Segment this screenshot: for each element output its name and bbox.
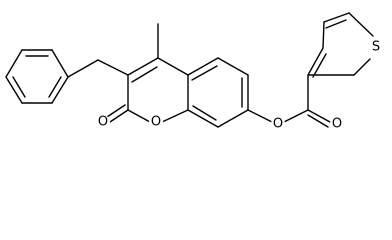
ester-oxygen-label: O bbox=[273, 117, 283, 132]
atom-label-carbonyl-oxygen: O bbox=[96, 115, 110, 130]
methylene-linker bbox=[67, 59, 129, 78]
ring-oxygen-label: O bbox=[151, 115, 161, 130]
atom-label-ring-oxygen: O bbox=[149, 115, 163, 130]
chemical-structure: O O O O S bbox=[5, 12, 383, 132]
ester-linkage bbox=[247, 74, 331, 128]
benzyl-phenyl-ring bbox=[5, 49, 69, 104]
carbonyl-oxygen-label: O bbox=[98, 115, 108, 130]
ester-carbonyl-oxygen-label: O bbox=[332, 117, 342, 132]
pyranone-ring bbox=[106, 57, 189, 123]
thiophene-sulfur-label: S bbox=[372, 40, 380, 55]
atom-label-thiophene-sulfur: S bbox=[369, 40, 383, 55]
atom-label-ester-oxygen: O bbox=[271, 117, 285, 132]
benzo-ring bbox=[187, 57, 249, 128]
thiophene-ring bbox=[307, 12, 374, 78]
atom-label-ester-carbonyl-oxygen: O bbox=[330, 117, 344, 132]
